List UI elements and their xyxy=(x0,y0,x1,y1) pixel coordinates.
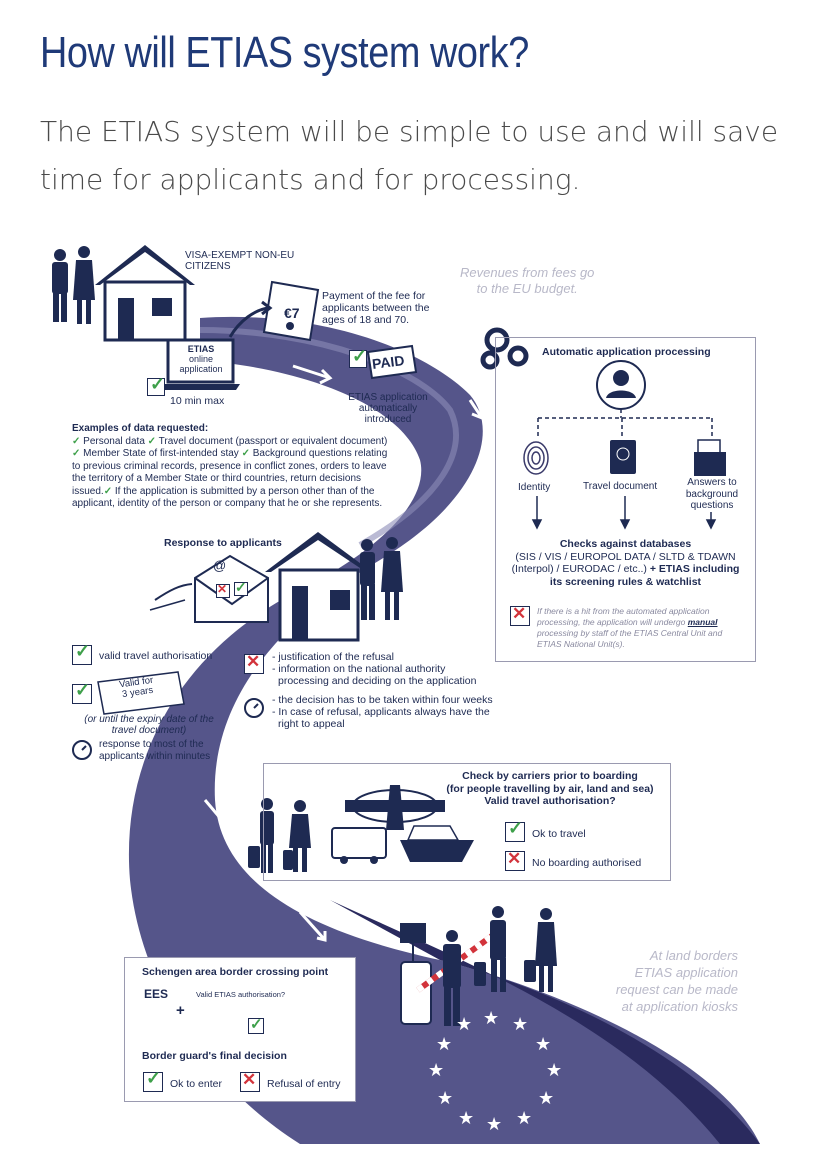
no-boarding-checkbox: ✕ xyxy=(505,849,525,871)
fee-card-graphic xyxy=(228,280,320,342)
envelope-icon xyxy=(149,554,269,623)
online-application-screen: ETIAS online application xyxy=(179,344,223,374)
valid-document-icon xyxy=(97,671,185,715)
processing-tree-lines xyxy=(537,409,713,438)
valid-authorisation-label: valid travel authorisation xyxy=(99,650,213,662)
application-time-label: 10 min max xyxy=(170,395,225,407)
svg-text:★: ★ xyxy=(458,1108,474,1129)
svg-text:★: ★ xyxy=(538,1088,554,1109)
application-time-checkbox: ✓ xyxy=(147,374,165,396)
border-crossing-heading: Schengen area border crossing point xyxy=(142,966,329,978)
down-arrows xyxy=(531,496,717,530)
laptop-graphic xyxy=(160,338,240,390)
applicant-avatar-icon xyxy=(596,360,646,410)
plus-sign: + xyxy=(176,1002,185,1019)
fingerprint-icon xyxy=(523,441,549,475)
refusal-of-entry-checkbox: ✕ xyxy=(240,1070,260,1092)
page-title: How will ETIAS system work? xyxy=(40,28,529,77)
hit-cross-checkbox: ✕ xyxy=(510,604,530,626)
gears-icon xyxy=(480,327,529,370)
citizens-figures xyxy=(52,246,95,324)
fee-amount: €7 xyxy=(284,305,300,321)
ees-label: EES xyxy=(144,987,169,1001)
svg-text:★: ★ xyxy=(428,1060,444,1081)
svg-text:★: ★ xyxy=(516,1108,532,1129)
couple-figures-response xyxy=(360,537,403,620)
at-sign-icon: @ xyxy=(213,558,227,573)
home-house-graphic xyxy=(95,245,195,342)
documents-folder-icon xyxy=(694,439,726,476)
no-boarding-label: No boarding authorised xyxy=(532,857,642,869)
carriers-check-panel xyxy=(263,763,671,881)
travel-road xyxy=(128,316,760,1144)
airplane-icon xyxy=(345,785,445,830)
road-highlight xyxy=(199,327,459,548)
data-requested-heading: Examples of data requested: xyxy=(72,423,209,434)
passport-icon xyxy=(610,440,636,474)
svg-text:★: ★ xyxy=(436,1034,452,1055)
automatic-processing-heading: Automatic application processing xyxy=(542,346,711,358)
eu-flag-icon xyxy=(400,923,426,962)
carriers-heading: Check by carriers prior to boarding(for … xyxy=(446,770,654,807)
border-guard-figure xyxy=(443,930,461,1026)
refusal-details: - justification of the refusal - informa… xyxy=(272,651,477,687)
manual-processing-note: If there is a hit from the automated app… xyxy=(537,606,723,649)
ok-to-travel-label: Ok to travel xyxy=(532,828,586,840)
svg-text:★: ★ xyxy=(512,1014,528,1035)
road-arrows xyxy=(203,364,484,942)
paid-stamp-graphic xyxy=(366,344,418,380)
svg-text:★: ★ xyxy=(456,1014,472,1035)
valid-etias-question: Valid ETIAS authorisation? xyxy=(196,990,286,999)
ok-to-enter-checkbox: ✓ xyxy=(143,1068,163,1092)
page-subtitle: The ETIAS system will be simple to use a… xyxy=(40,115,779,196)
svg-text:★: ★ xyxy=(486,1114,502,1135)
response-heading: Response to applicants xyxy=(164,537,282,549)
paid-stamp-label: PAID xyxy=(371,352,406,372)
valid-authorisation-checkbox: ✓ xyxy=(72,641,92,665)
ship-icon xyxy=(400,825,474,862)
travel-document-label: Travel document xyxy=(583,481,658,492)
svg-text:★: ★ xyxy=(535,1034,551,1055)
stopwatch-icon-right xyxy=(244,698,264,718)
identity-label: Identity xyxy=(518,482,551,493)
paid-checkbox: ✓ xyxy=(349,346,367,368)
ok-to-travel-checkbox: ✓ xyxy=(505,818,525,842)
data-requested-block: Examples of data requested: ✓ Personal d… xyxy=(72,423,418,511)
svg-text:★: ★ xyxy=(437,1088,453,1109)
stopwatch-icon-left xyxy=(72,740,92,760)
database-checks: Checks against databases (SIS / VIS / EU… xyxy=(511,538,740,588)
refusal-of-entry-label: Refusal of entry xyxy=(267,1078,341,1090)
etias-valid-checkbox: ✓ xyxy=(248,1016,264,1034)
svg-text:★: ★ xyxy=(483,1008,499,1029)
envelope-check-icon: ✓ xyxy=(234,579,248,596)
refusal-cross-checkbox: ✕ xyxy=(244,652,264,674)
ok-to-enter-label: Ok to enter xyxy=(170,1078,222,1090)
border-travelers-figures xyxy=(474,906,557,992)
envelope-cross-icon: ✕ xyxy=(216,582,230,598)
bus-icon xyxy=(331,827,387,864)
automatic-processing-panel xyxy=(495,337,756,662)
eu-stars-graphic: ★★★ ★★★ ★★★ ★★★ xyxy=(428,1008,562,1135)
svg-text:★: ★ xyxy=(546,1060,562,1081)
valid-years-checkbox: ✓ xyxy=(72,680,92,704)
border-decision-heading: Border guard's final decision xyxy=(142,1050,287,1062)
decision-timing: - the decision has to be taken within fo… xyxy=(272,694,493,730)
